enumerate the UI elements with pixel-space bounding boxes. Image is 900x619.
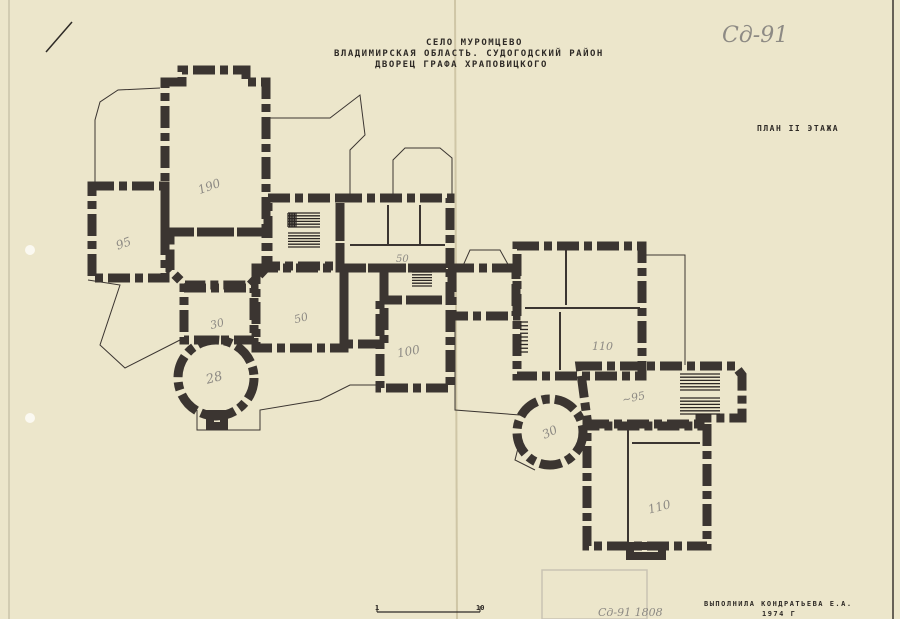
title-region: Владимирская область. Судогодский район	[334, 49, 604, 59]
room-area-110: 110	[592, 340, 613, 353]
room-hall-walls	[160, 65, 271, 237]
year-label: 1974 г	[762, 610, 797, 618]
staircase-icon	[287, 212, 720, 415]
walls	[87, 65, 747, 560]
room-area-hall: 190	[196, 176, 223, 197]
room-area-round-left: 28	[203, 369, 224, 388]
scale-end-label: 10	[476, 604, 484, 612]
scale-bar: 1 10	[375, 604, 484, 613]
archive-mark-bottom: Сд-91 1808	[598, 606, 663, 619]
room-area-110-bottom: 110	[646, 497, 672, 517]
room-area-round-right: 30	[540, 422, 560, 441]
archive-stamp	[541, 569, 648, 619]
title-building: Дворец графа Храповицкого	[375, 60, 548, 70]
small-room-walls	[339, 263, 389, 349]
stair-room-walls	[263, 193, 345, 271]
stair-small-walls	[379, 263, 455, 305]
room-50-walls	[251, 263, 349, 353]
room-area-corridor-top: 50	[396, 254, 409, 265]
punch-hole	[25, 245, 35, 255]
bottom-porch	[626, 542, 666, 560]
room-30-walls	[179, 283, 259, 345]
room-area-left: 95	[114, 234, 133, 252]
room-area-50: 50	[293, 310, 310, 326]
title-village: село Муромцево	[426, 38, 523, 48]
sheet-label: План II этажа	[757, 124, 840, 133]
corridor-top-walls	[335, 193, 455, 273]
room-area-100: 100	[396, 342, 421, 360]
room-left-walls	[87, 181, 170, 283]
room-area-corridor-right: ~95	[621, 389, 646, 407]
scale-start-label: 1	[375, 604, 379, 612]
round-room-right-walls	[512, 394, 588, 470]
room-area-30: 30	[209, 316, 226, 332]
author-credit: Выполнила Кондратьева Е.А.	[704, 600, 853, 608]
punch-hole	[25, 413, 35, 423]
archive-mark: Сд-91	[722, 23, 788, 48]
round-room-left-porch	[206, 410, 228, 430]
room-100-walls	[375, 295, 455, 393]
connector-walls	[447, 263, 521, 321]
pen-mark	[45, 21, 73, 53]
fold-line	[454, 0, 458, 619]
right-block-walls	[512, 241, 647, 381]
